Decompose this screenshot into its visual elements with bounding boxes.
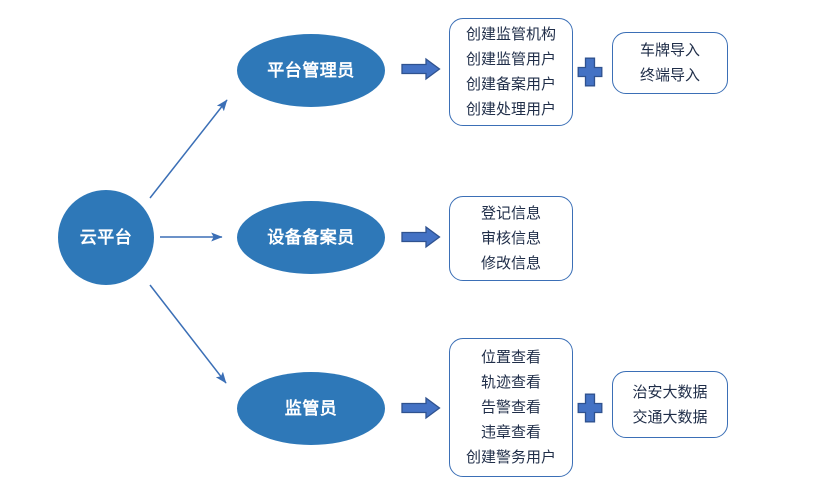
block-arrow-supervisor <box>401 396 441 420</box>
block-arrow-device-registrar <box>401 225 441 249</box>
box-device-registrar-actions: 登记信息 审核信息 修改信息 <box>449 196 573 281</box>
plus-connector-supervisor <box>577 393 603 423</box>
list-item: 修改信息 <box>480 254 541 272</box>
list-item: 治安大数据 <box>632 382 708 401</box>
list-item: 审核信息 <box>480 229 541 247</box>
list-item: 创建监管机构 <box>465 25 556 43</box>
list-item: 告警查看 <box>480 398 541 416</box>
list-item: 车牌导入 <box>639 41 700 59</box>
node-cloud-platform-label: 云平台 <box>79 228 133 247</box>
node-device-registrar[interactable]: 设备备案员 <box>237 201 385 274</box>
list-item: 创建监管用户 <box>465 50 556 68</box>
node-platform-admin-label: 平台管理员 <box>267 61 355 80</box>
list-item: 创建处理用户 <box>465 100 556 118</box>
node-supervisor-label: 监管员 <box>284 399 338 418</box>
box-platform-admin-extras: 车牌导入 终端导入 <box>612 32 728 94</box>
block-arrow-platform-admin <box>401 57 441 81</box>
list-item: 创建警务用户 <box>465 448 556 466</box>
edge-root-to-platform-admin <box>149 99 228 199</box>
list-item: 轨迹查看 <box>480 373 541 391</box>
list-item: 登记信息 <box>480 204 541 222</box>
list-item: 交通大数据 <box>632 407 708 426</box>
box-platform-admin-actions: 创建监管机构 创建监管用户 创建备案用户 创建处理用户 <box>449 18 573 126</box>
plus-connector-platform-admin <box>577 57 603 87</box>
list-item: 创建备案用户 <box>465 75 556 93</box>
list-item: 位置查看 <box>480 348 541 366</box>
edge-root-to-supervisor <box>149 284 227 384</box>
node-platform-admin[interactable]: 平台管理员 <box>237 34 385 107</box>
list-item: 违章查看 <box>480 423 541 441</box>
node-supervisor[interactable]: 监管员 <box>237 372 385 445</box>
node-device-registrar-label: 设备备案员 <box>267 228 355 247</box>
box-supervisor-actions: 位置查看 轨迹查看 告警查看 违章查看 创建警务用户 <box>449 338 573 477</box>
node-cloud-platform[interactable]: 云平台 <box>58 190 154 285</box>
list-item: 终端导入 <box>639 66 700 84</box>
box-supervisor-extras: 治安大数据 交通大数据 <box>612 371 728 438</box>
